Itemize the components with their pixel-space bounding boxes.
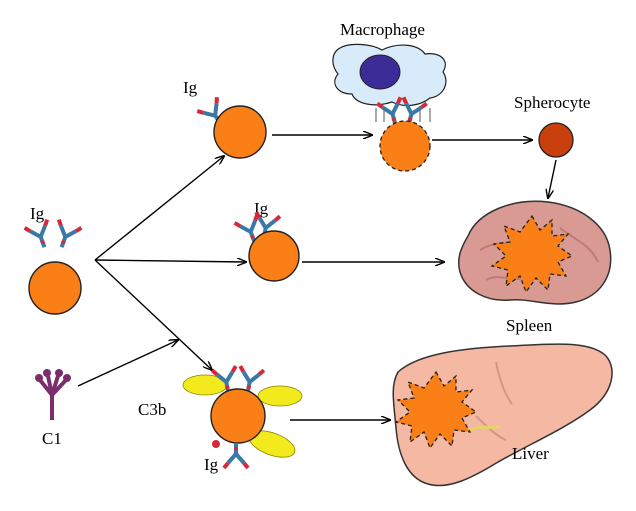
label-ig-left: Ig [30,204,45,223]
antibody-fragment [212,440,220,448]
gallbladder-mark [469,424,501,432]
label-ig-top: Ig [183,78,198,97]
macrophage-nucleus [359,54,401,90]
c1-complement-icon [35,369,71,420]
label-macrophage: Macrophage [340,20,425,39]
antibody-icon [222,441,250,470]
free-antibodies [22,217,84,254]
c3b-fragment [257,385,303,407]
label-spherocyte: Spherocyte [514,93,590,112]
arrow-to-top-cell [94,156,224,261]
arrow-c1-to-bottom [77,340,178,387]
arrow-to-middle-cell [94,260,246,262]
liver-lobe-line [475,361,513,441]
opsonized-rbc-middle [248,230,300,282]
label-c3b: C3b [138,400,166,419]
arrow-to-bottom-cell [94,259,212,370]
antibody-icon [22,217,58,254]
antibody-icon [48,217,84,254]
opsonized-rbc-top [213,105,267,159]
opsonized-rbc-bottom [210,388,266,444]
arrow-spherocyte-to-spleen [548,159,557,198]
phagocytosed-rbc [379,120,431,172]
label-liver: Liver [512,444,549,463]
label-ig-bottom: Ig [204,455,219,474]
spherocyte-cell [538,122,574,158]
red-blood-cell [28,261,82,315]
liver-organ [392,343,613,487]
label-c1: C1 [42,429,62,448]
label-spleen: Spleen [506,316,553,335]
